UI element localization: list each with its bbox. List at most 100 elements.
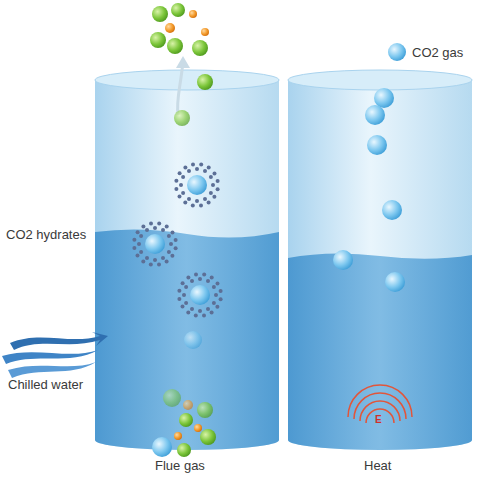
hydrate-core <box>190 285 210 305</box>
cage-dot <box>194 314 198 318</box>
cage-dot <box>216 179 220 183</box>
flue-gas-molecules <box>152 331 216 457</box>
chilled-water-stream <box>2 332 108 378</box>
cage-dot <box>165 225 169 229</box>
cage-dot <box>153 226 157 230</box>
cage-dot <box>209 175 213 179</box>
cage-dot <box>174 179 178 183</box>
cage-dot <box>211 183 215 187</box>
cage-dot <box>132 246 136 250</box>
cage-dot <box>214 293 218 297</box>
text-label: E <box>375 414 382 425</box>
cage-dot <box>207 166 211 170</box>
cage-dot <box>184 301 188 305</box>
cage-dot <box>161 228 165 232</box>
cage-dot <box>210 311 214 315</box>
cage-dot <box>212 285 216 289</box>
cage-dot <box>181 175 185 179</box>
cage-dot <box>216 187 220 191</box>
cage-dot <box>170 254 174 258</box>
cage-dot <box>191 162 195 166</box>
cage-dot <box>141 225 145 229</box>
text-label: Chilled water <box>8 378 83 392</box>
cage-dot <box>145 228 149 232</box>
cage-dot <box>167 250 171 254</box>
cage-dot <box>203 197 207 201</box>
hydrate-core <box>187 175 207 195</box>
cage-dot <box>206 279 210 283</box>
cage-dot <box>198 309 202 313</box>
cage-dot <box>187 197 191 201</box>
cage-dot <box>213 171 217 175</box>
cage-dot <box>139 234 143 238</box>
cage-dot <box>209 191 213 195</box>
cage-dot <box>195 199 199 203</box>
cage-dot <box>186 310 190 314</box>
text-label: CO2 gas <box>412 46 463 60</box>
cage-dot <box>190 307 194 311</box>
cage-dot <box>178 195 182 199</box>
cage-dot <box>219 297 223 301</box>
cage-dot <box>199 162 203 166</box>
cage-dot <box>177 297 181 301</box>
cage-dot <box>167 234 171 238</box>
cage-dot <box>174 238 178 242</box>
exhaust-gas-molecules <box>150 3 213 126</box>
cage-dot <box>202 272 206 276</box>
cage-dot <box>219 289 223 293</box>
text-label: Flue gas <box>155 459 205 473</box>
cage-dot <box>157 221 161 225</box>
cage-dot <box>215 305 219 309</box>
cage-dot <box>169 242 173 246</box>
cage-dot <box>171 230 175 234</box>
cage-dot <box>198 277 202 281</box>
hydrate-core <box>145 234 165 254</box>
cage-dot <box>181 305 185 309</box>
cage-dot <box>202 314 206 318</box>
cage-dot <box>203 169 207 173</box>
cage-dot <box>216 281 220 285</box>
cage-dot <box>212 195 216 199</box>
cage-dot <box>206 307 210 311</box>
cage-dot <box>153 258 157 262</box>
regenerator-column <box>288 70 472 450</box>
cage-dot <box>141 259 145 263</box>
cage-dot <box>136 254 140 258</box>
cage-dot <box>184 285 188 289</box>
cage-dot <box>212 301 216 305</box>
cage-dot <box>183 200 187 204</box>
hydrate-cages <box>132 162 222 317</box>
cage-dot <box>199 204 203 208</box>
cage-dot <box>149 221 153 225</box>
cage-dot <box>181 281 185 285</box>
absorber-column <box>95 70 279 450</box>
cage-dot <box>132 238 136 242</box>
cage-dot <box>174 187 178 191</box>
cage-dot <box>165 260 169 264</box>
cage-dot <box>161 256 165 260</box>
cage-dot <box>136 230 140 234</box>
cage-dot <box>183 166 187 170</box>
co2-gas-bubbles <box>333 43 406 292</box>
cage-dot <box>139 250 143 254</box>
cage-dot <box>186 276 190 280</box>
cage-dot <box>191 204 195 208</box>
cage-dot <box>149 263 153 267</box>
cage-dot <box>195 167 199 171</box>
cage-dot <box>182 293 186 297</box>
cage-dot <box>145 256 149 260</box>
cage-dot <box>177 289 181 293</box>
cage-dot <box>194 272 198 276</box>
cage-dot <box>187 169 191 173</box>
cage-dot <box>190 279 194 283</box>
cage-dot <box>137 242 141 246</box>
cage-dot <box>179 183 183 187</box>
cage-dot <box>174 246 178 250</box>
text-label: Heat <box>364 459 391 473</box>
cage-dot <box>207 201 211 205</box>
cage-dot <box>157 263 161 267</box>
cage-dot <box>181 191 185 195</box>
cage-dot <box>178 171 182 175</box>
cage-dot <box>210 276 214 280</box>
